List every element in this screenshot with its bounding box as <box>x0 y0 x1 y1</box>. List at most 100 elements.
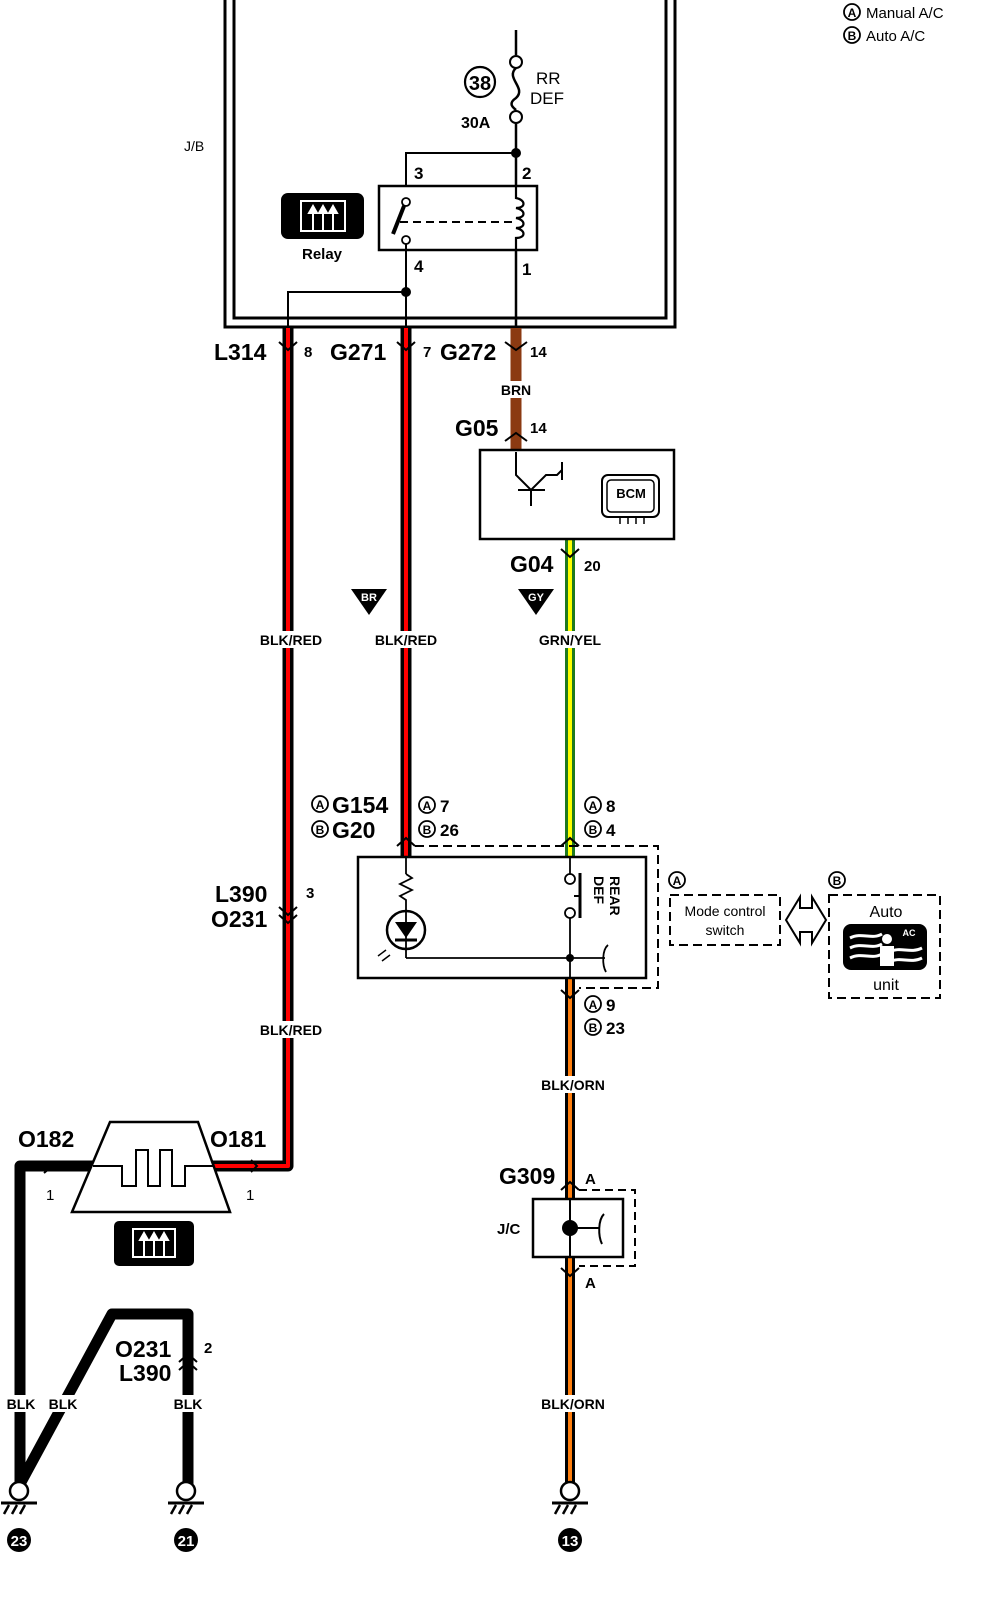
gy-badge-icon <box>518 589 554 615</box>
ground-21-icon <box>168 1480 204 1552</box>
connector-g154-name: G154 <box>332 792 388 818</box>
relay-pin-2: 2 <box>522 164 531 183</box>
g20-b-marker-icon <box>311 820 329 838</box>
swin-b-letter: B <box>589 823 598 837</box>
gy-badge-text: GY <box>528 592 545 604</box>
mode-a-marker-icon <box>668 871 686 889</box>
connector-g05-pin: 14 <box>530 420 547 437</box>
legend-a-letter: A <box>848 6 857 20</box>
connector-o181-name: O181 <box>210 1126 266 1152</box>
jb-label: J/B <box>184 138 204 154</box>
switch-out-pin-a: 9 <box>606 996 615 1015</box>
connector-g154-pin: 7 <box>440 797 449 816</box>
swout-b-marker-icon <box>584 1018 602 1036</box>
pin-a-marker-icon <box>418 796 436 814</box>
ground-13-number: 13 <box>562 1533 579 1550</box>
fuse-name-line2: DEF <box>530 89 564 108</box>
bcm-icon <box>601 474 660 524</box>
relay-label: Relay <box>302 246 343 263</box>
legend-b-marker-icon <box>843 26 861 44</box>
switch-out-pin-b: 23 <box>606 1019 625 1038</box>
switch-in-pin-a: 8 <box>606 797 615 816</box>
auto-unit-box <box>828 894 941 999</box>
ground-23-icon <box>1 1480 37 1552</box>
wire-label-blkred-3: BLK/RED <box>260 1022 322 1038</box>
swin-b-marker-icon <box>584 820 602 838</box>
swin-a-letter: A <box>589 799 598 813</box>
auto-b-letter: B <box>833 874 842 888</box>
mode-control-box <box>669 894 781 946</box>
connector-g272-name: G272 <box>440 339 496 365</box>
bcm-label: BCM <box>616 486 646 501</box>
switch-label-rear: REAR <box>607 876 623 916</box>
pin-b-marker-icon <box>418 820 436 838</box>
pin-a-letter: A <box>423 799 432 813</box>
wire-label-blk-2: BLK <box>49 1396 78 1412</box>
connector-g271-name: G271 <box>330 339 386 365</box>
wire-label-grnyel: GRN/YEL <box>539 632 602 648</box>
relay-pin-3: 3 <box>414 164 423 183</box>
fuse-number: 38 <box>469 73 491 95</box>
switch-in-pin-b: 4 <box>606 821 616 840</box>
connector-g272-pin: 14 <box>530 344 547 361</box>
rear-def-switch <box>356 845 659 989</box>
wire-label-blkorn-1: BLK/ORN <box>541 1077 605 1093</box>
connector-o182-pin: 1 <box>46 1187 54 1204</box>
connector-l390-pin: 3 <box>306 885 314 902</box>
connector-l314-pin: 8 <box>304 344 312 361</box>
fuse-number-badge-icon <box>463 65 497 99</box>
legend-b-label: Auto A/C <box>866 28 925 45</box>
legend-a-label: Manual A/C <box>866 5 944 22</box>
fuse-rr-def <box>509 30 523 186</box>
connector-l314-name: L314 <box>214 339 267 365</box>
fuse-rating: 30A <box>461 115 491 132</box>
g154-a-letter: A <box>316 798 325 812</box>
grounds <box>1 1480 588 1552</box>
wire-label-blk-3: BLK <box>174 1396 203 1412</box>
br-badge-icon <box>351 589 387 615</box>
g20-b-letter: B <box>316 823 325 837</box>
connector-o181-pin: 1 <box>246 1187 254 1204</box>
connector-g20-pin: 26 <box>440 821 459 840</box>
br-badge-text: BR <box>361 592 377 604</box>
connector-o231-name: O231 <box>211 906 267 932</box>
connector-g04-pin: 20 <box>584 558 601 575</box>
swin-a-marker-icon <box>584 796 602 814</box>
connector-o182-name: O182 <box>18 1126 74 1152</box>
connector-g05-name: G05 <box>455 415 499 441</box>
wire-blk-o182 <box>14 1160 94 1484</box>
pin-b-letter: B <box>423 823 432 837</box>
connector-g309-name: G309 <box>499 1163 555 1189</box>
auto-ac-icon <box>843 924 927 970</box>
legend-a-marker-icon <box>843 3 861 21</box>
legend: A Manual A/C B Auto A/C <box>843 3 944 45</box>
connector-g20-name: G20 <box>332 817 375 843</box>
wire-label-blkred-2: BLK/RED <box>375 632 437 648</box>
jc-label: J/C <box>497 1221 521 1238</box>
ground-23-number: 23 <box>11 1533 28 1550</box>
auto-unit-label-2: unit <box>873 977 899 994</box>
rear-defogger <box>70 1120 232 1214</box>
wire-blk-red-l314 <box>211 328 294 1172</box>
ground-21-number: 21 <box>178 1533 195 1550</box>
wire-label-blkorn-2: BLK/ORN <box>541 1396 605 1412</box>
swout-a-letter: A <box>589 998 598 1012</box>
relay-pin-4: 4 <box>414 257 424 276</box>
ground-13-icon <box>552 1480 588 1552</box>
switch-label-def: DEF <box>591 876 607 904</box>
legend-b-letter: B <box>848 29 857 43</box>
double-arrow-icon <box>784 893 828 947</box>
mode-control-label-2: switch <box>706 922 745 938</box>
connector-g309-pin-top: A <box>585 1171 596 1188</box>
connector-l390-lower-name: L390 <box>119 1360 171 1386</box>
swout-b-letter: B <box>589 1021 598 1035</box>
wires <box>14 328 575 1487</box>
rear-defrost-relay-icon <box>281 193 364 239</box>
wire-label-blk-1: BLK <box>7 1396 36 1412</box>
relay-pin-1: 1 <box>522 260 531 279</box>
connector-g309-pin-bottom: A <box>585 1275 596 1292</box>
rear-defogger-icon <box>114 1221 194 1266</box>
connector-g271-pin: 7 <box>423 344 431 361</box>
joint-connector <box>531 1189 636 1267</box>
